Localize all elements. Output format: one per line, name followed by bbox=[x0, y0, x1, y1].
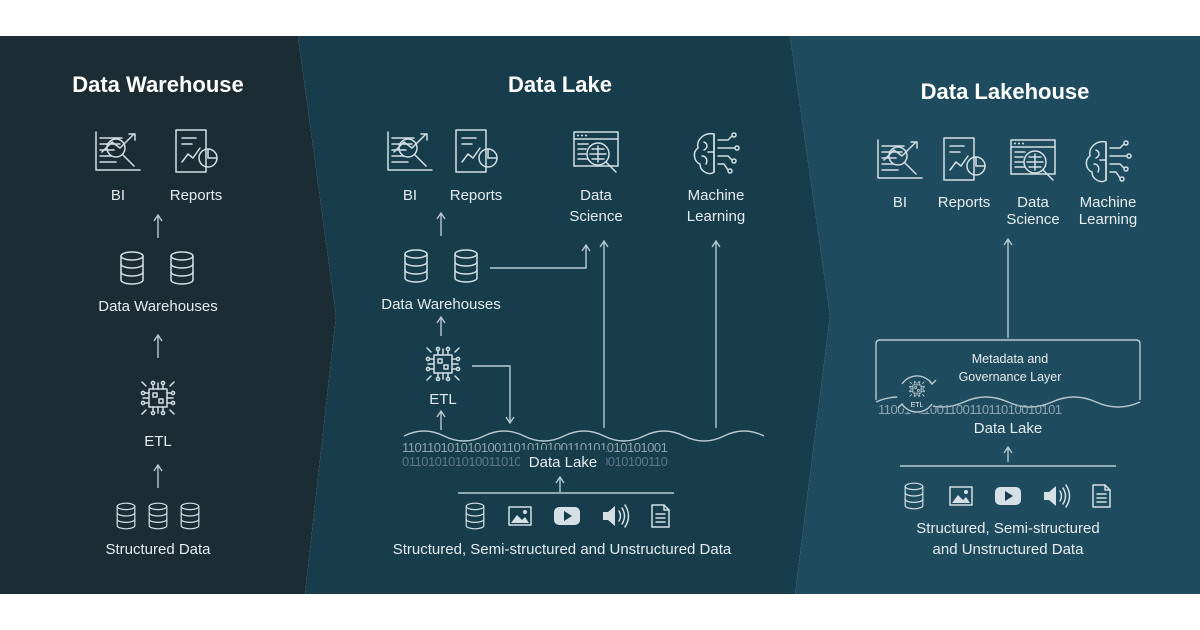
lakehouse-ds-label-1: Data bbox=[1017, 194, 1049, 211]
lakehouse-reports-label: Reports bbox=[938, 194, 991, 211]
lake-ds-label-2: Science bbox=[569, 208, 622, 225]
lakehouse-etl-label: ETL bbox=[911, 402, 924, 409]
warehouse-reports-label: Reports bbox=[170, 187, 223, 204]
lakehouse-ds-label-2: Science bbox=[1006, 211, 1059, 228]
lake-ml-label-1: Machine bbox=[688, 187, 745, 204]
video-icon bbox=[995, 487, 1021, 505]
lake-datalake-label: Data Lake bbox=[529, 454, 597, 471]
video-icon bbox=[554, 507, 580, 525]
lakehouse-title: Data Lakehouse bbox=[921, 79, 1090, 104]
metadata-layer-box bbox=[875, 339, 1141, 400]
lake-ml-label-2: Learning bbox=[687, 208, 745, 225]
lakehouse-bi-label: BI bbox=[893, 194, 907, 211]
lakehouse-ml-label-1: Machine bbox=[1080, 194, 1137, 211]
lakehouse-source-label-2: and Unstructured Data bbox=[933, 541, 1085, 558]
lake-dw-label: Data Warehouses bbox=[381, 296, 501, 313]
lakehouse-source-label-1: Structured, Semi-structured bbox=[916, 520, 1099, 537]
lakehouse-panel bbox=[790, 36, 1200, 594]
lakehouse-datalake-label: Data Lake bbox=[974, 420, 1042, 437]
lakehouse-ml-label-2: Learning bbox=[1079, 211, 1137, 228]
warehouse-dw-label: Data Warehouses bbox=[98, 298, 218, 315]
metadata-label-1: Metadata and bbox=[972, 352, 1048, 366]
lake-source-label: Structured, Semi-structured and Unstruct… bbox=[393, 541, 732, 558]
lake-etl-label: ETL bbox=[429, 391, 457, 408]
lake-ds-label-1: Data bbox=[580, 187, 612, 204]
warehouse-title: Data Warehouse bbox=[72, 72, 244, 97]
warehouse-etl-label: ETL bbox=[144, 433, 172, 450]
lake-reports-label: Reports bbox=[450, 187, 503, 204]
metadata-label-2: Governance Layer bbox=[959, 370, 1062, 384]
warehouse-panel bbox=[0, 36, 336, 594]
lake-title: Data Lake bbox=[508, 72, 612, 97]
lake-bi-label: BI bbox=[403, 187, 417, 204]
warehouse-bi-label: BI bbox=[111, 187, 125, 204]
warehouse-source-label: Structured Data bbox=[105, 541, 211, 558]
lake-panel bbox=[298, 36, 830, 594]
